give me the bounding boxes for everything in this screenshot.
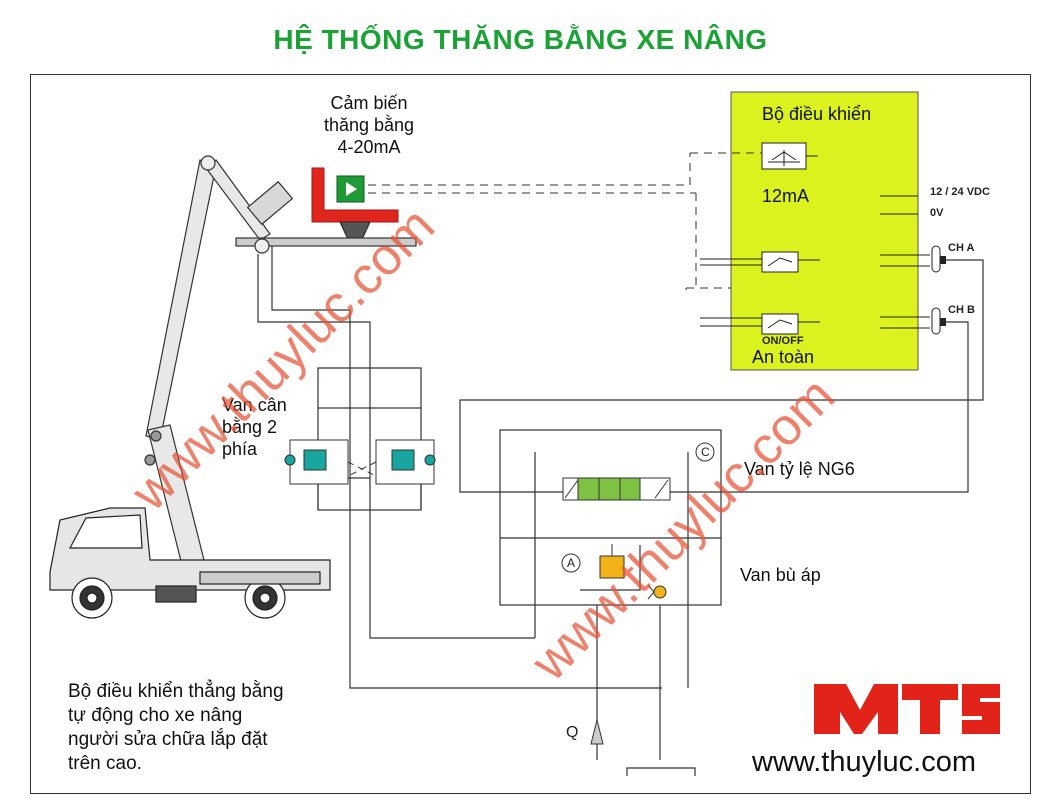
counterbalance-valve-left-icon <box>284 439 349 485</box>
safety-label: An toàn <box>752 347 815 367</box>
diagram-frame <box>30 74 1031 794</box>
counterbalance-label-line3: phía <box>222 439 258 459</box>
description-line2: tự động cho xe nâng <box>68 705 243 726</box>
truck-icon <box>49 507 331 619</box>
pump-icon <box>590 719 604 745</box>
ground-label: 0V <box>930 207 944 219</box>
channel-switch-icon <box>761 251 799 273</box>
power-supply-label: 12 / 24 VDC <box>930 186 990 198</box>
connector-ch-a-icon <box>931 245 946 273</box>
description-line4: trên cao. <box>68 753 142 774</box>
signal-amplifier-icon <box>761 142 818 170</box>
controller-signal-label: 12mA <box>762 186 810 206</box>
proportional-valve-label: Van tỷ lệ NG6 <box>744 459 855 479</box>
connector-ch-b-icon <box>931 307 946 335</box>
counterbalance-label: Van cân bằng 2 phía <box>222 394 287 460</box>
port-q-label: Q <box>566 724 579 741</box>
counterbalance-label-line1: Van cân <box>222 395 287 415</box>
sensor-label-line3: 4-20mA <box>337 137 401 157</box>
port-a-label: A <box>567 556 576 570</box>
description-line1: Bộ điều khiển thẳng bằng <box>68 681 284 702</box>
proportional-valve-icon <box>562 442 715 501</box>
sensor-label-line2: thăng bằng <box>323 115 415 135</box>
counterbalance-label-line2: bằng 2 <box>222 417 278 437</box>
counterbalance-valve-right-icon <box>375 439 436 485</box>
mts-logo-icon <box>814 684 1000 734</box>
website-url: www.thuyluc.com <box>752 746 977 778</box>
controller-label: Bộ điều khiển <box>762 104 872 124</box>
channel-a-label: CH A <box>948 242 975 254</box>
sensor-label: Cảm biến thăng bằng 4-20mA <box>312 92 426 158</box>
pressure-compensator-icon <box>561 544 667 600</box>
on-off-label: ON/OFF <box>762 335 804 347</box>
description-text: Bộ điều khiển thẳng bằng tự động cho xe … <box>68 680 328 776</box>
boom-arm-icon <box>144 155 417 566</box>
channel-b-label: CH B <box>948 304 975 316</box>
compensator-valve-label: Van bù áp <box>740 565 821 585</box>
description-line3: người sửa chữa lắp đặt <box>68 729 268 750</box>
sensor-label-line1: Cảm biến <box>330 93 408 113</box>
safety-switch-icon <box>761 313 799 335</box>
page-title: HỆ THỐNG THĂNG BẰNG XE NÂNG <box>273 24 768 55</box>
port-c-label: C <box>701 445 710 459</box>
